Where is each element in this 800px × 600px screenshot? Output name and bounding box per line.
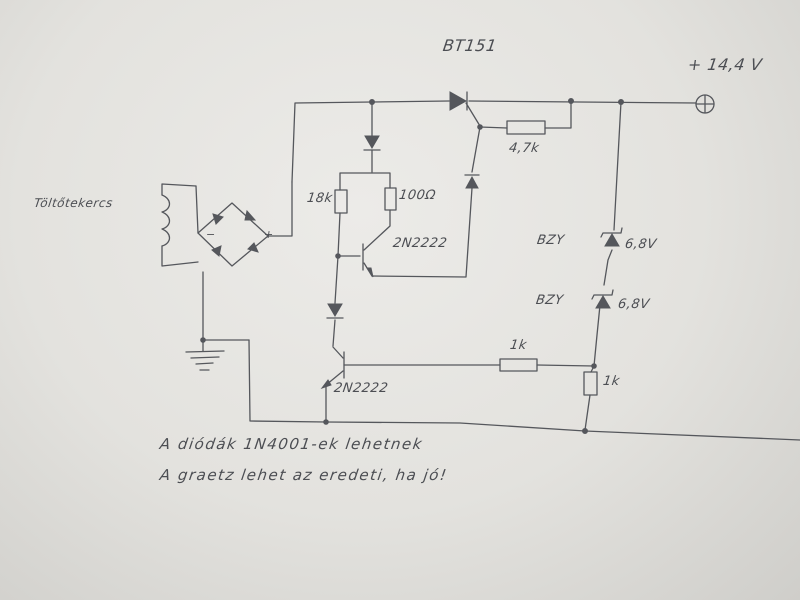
charging-coil bbox=[161, 183, 199, 267]
label-resistor-1k-vertical: 1k bbox=[601, 374, 621, 389]
ground-symbol bbox=[185, 271, 225, 371]
transistor-2n2222-top bbox=[362, 209, 391, 278]
wire-mid-down bbox=[332, 255, 339, 347]
label-resistor-100ohm: 100Ω bbox=[397, 188, 437, 203]
wire-1k-down bbox=[584, 394, 591, 431]
resistor-18k bbox=[334, 189, 348, 214]
label-resistor-18k: 18k bbox=[305, 191, 334, 206]
label-resistor-4k7: 4,7k bbox=[507, 141, 541, 156]
label-zener2-type: BZY bbox=[534, 293, 565, 308]
resistor-1k-horizontal bbox=[499, 358, 538, 372]
label-transistor-top: 2N2222 bbox=[391, 236, 449, 251]
label-zener2-value: 6,8V bbox=[616, 297, 651, 312]
junction-dot bbox=[323, 419, 329, 425]
label-zener1-type: BZY bbox=[535, 233, 566, 248]
label-bridge-minus: − bbox=[205, 228, 217, 241]
scr-bt151 bbox=[449, 91, 481, 127]
label-bridge-plus: + bbox=[263, 228, 275, 241]
zener-diode-1 bbox=[600, 227, 623, 247]
label-zener1-value: 6,8V bbox=[623, 237, 658, 252]
bridge-rectifier bbox=[195, 181, 293, 267]
junction-dot bbox=[591, 363, 597, 369]
zener-diode-2 bbox=[591, 289, 614, 309]
wire-base-1k bbox=[343, 364, 595, 367]
resistor-100ohm bbox=[384, 187, 397, 211]
resistor-1k-vertical bbox=[583, 371, 598, 396]
wire-gate-diode bbox=[371, 126, 481, 278]
wire-top-rail-right bbox=[468, 100, 697, 104]
wire-gate bbox=[479, 100, 572, 129]
wire-18k-down bbox=[337, 212, 361, 257]
label-transistor-bottom: 2N2222 bbox=[332, 381, 390, 396]
label-charging-coil: Töltőtekercs bbox=[33, 196, 114, 210]
note-line-1: A diódák 1N4001-ek lehetnek bbox=[158, 435, 425, 453]
diode-mid-left bbox=[326, 303, 344, 319]
wire-resistor-split bbox=[339, 172, 391, 191]
label-scr: BT151 bbox=[441, 36, 499, 55]
wire-zener-chain bbox=[590, 101, 622, 373]
output-terminal bbox=[695, 94, 715, 114]
note-line-2: A graetz lehet az eredeti, ha jó! bbox=[158, 466, 449, 484]
wire-top-rail-left bbox=[291, 100, 450, 183]
label-resistor-1k-horizontal: 1k bbox=[508, 338, 528, 353]
diode-top-left bbox=[363, 135, 381, 151]
resistor-4k7 bbox=[506, 120, 546, 135]
diode-gate bbox=[464, 174, 480, 189]
label-supply-voltage: + 14,4 V bbox=[686, 55, 764, 74]
wire-bottom-rail bbox=[248, 339, 800, 441]
